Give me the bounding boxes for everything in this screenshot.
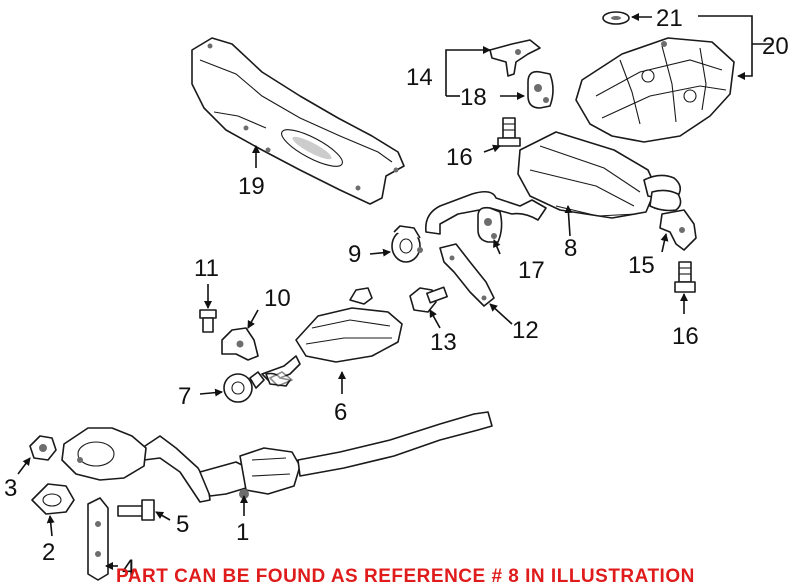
callout-16-upper: 16 <box>446 144 473 171</box>
callout-13: 13 <box>430 329 457 356</box>
manifold-nut <box>29 435 57 461</box>
washer <box>602 11 630 25</box>
rear-heat-shield <box>575 37 735 143</box>
hanger-lower <box>477 206 503 243</box>
callout-15: 15 <box>628 252 655 279</box>
callout-20: 20 <box>762 33 789 60</box>
callout-4: 4 <box>122 555 135 582</box>
hanger-upper <box>527 70 554 109</box>
pipe-clamp-upper <box>391 225 423 263</box>
bolt-lower <box>674 261 696 293</box>
manifold-gasket <box>31 483 75 515</box>
callout-18: 18 <box>460 84 487 111</box>
bracket-middle <box>439 243 495 307</box>
callout-21: 21 <box>656 5 683 32</box>
mount-bracket-upper <box>489 39 541 77</box>
callout-8: 8 <box>564 235 577 262</box>
nut-middle <box>409 286 448 313</box>
callout-11: 11 <box>194 255 219 282</box>
center-muffler <box>261 287 403 387</box>
callout-12: 12 <box>512 317 539 344</box>
bolt-upper <box>497 117 521 147</box>
front-pipe-catalytic-converter <box>135 411 493 503</box>
reference-notice: PART CAN BE FOUND AS REFERENCE # 8 IN IL… <box>116 566 695 587</box>
callout-labels: 21 20 14 18 16 19 8 17 15 16 9 11 10 12 … <box>4 5 789 582</box>
callout-10: 10 <box>264 285 291 312</box>
pipe-clamp-lower <box>223 371 265 403</box>
callout-1: 1 <box>236 519 249 546</box>
bolt-left <box>199 309 217 333</box>
bracket-right <box>659 209 697 251</box>
callout-9: 9 <box>348 241 361 268</box>
callout-6: 6 <box>334 399 347 426</box>
exhaust-manifold <box>61 427 147 481</box>
flange-bolt <box>117 499 155 521</box>
callout-14: 14 <box>406 64 433 91</box>
flange-bracket <box>87 497 109 581</box>
rear-muffler <box>424 131 682 235</box>
leader-lines <box>17 13 772 570</box>
front-heat-shield <box>191 37 405 205</box>
callout-2: 2 <box>42 539 55 566</box>
callout-3: 3 <box>4 475 17 502</box>
callout-17: 17 <box>518 257 545 284</box>
callout-19: 19 <box>238 173 265 200</box>
callout-16-lower: 16 <box>672 323 699 350</box>
hanger-left <box>221 327 259 361</box>
callout-5: 5 <box>176 511 189 538</box>
callout-7: 7 <box>178 383 191 410</box>
